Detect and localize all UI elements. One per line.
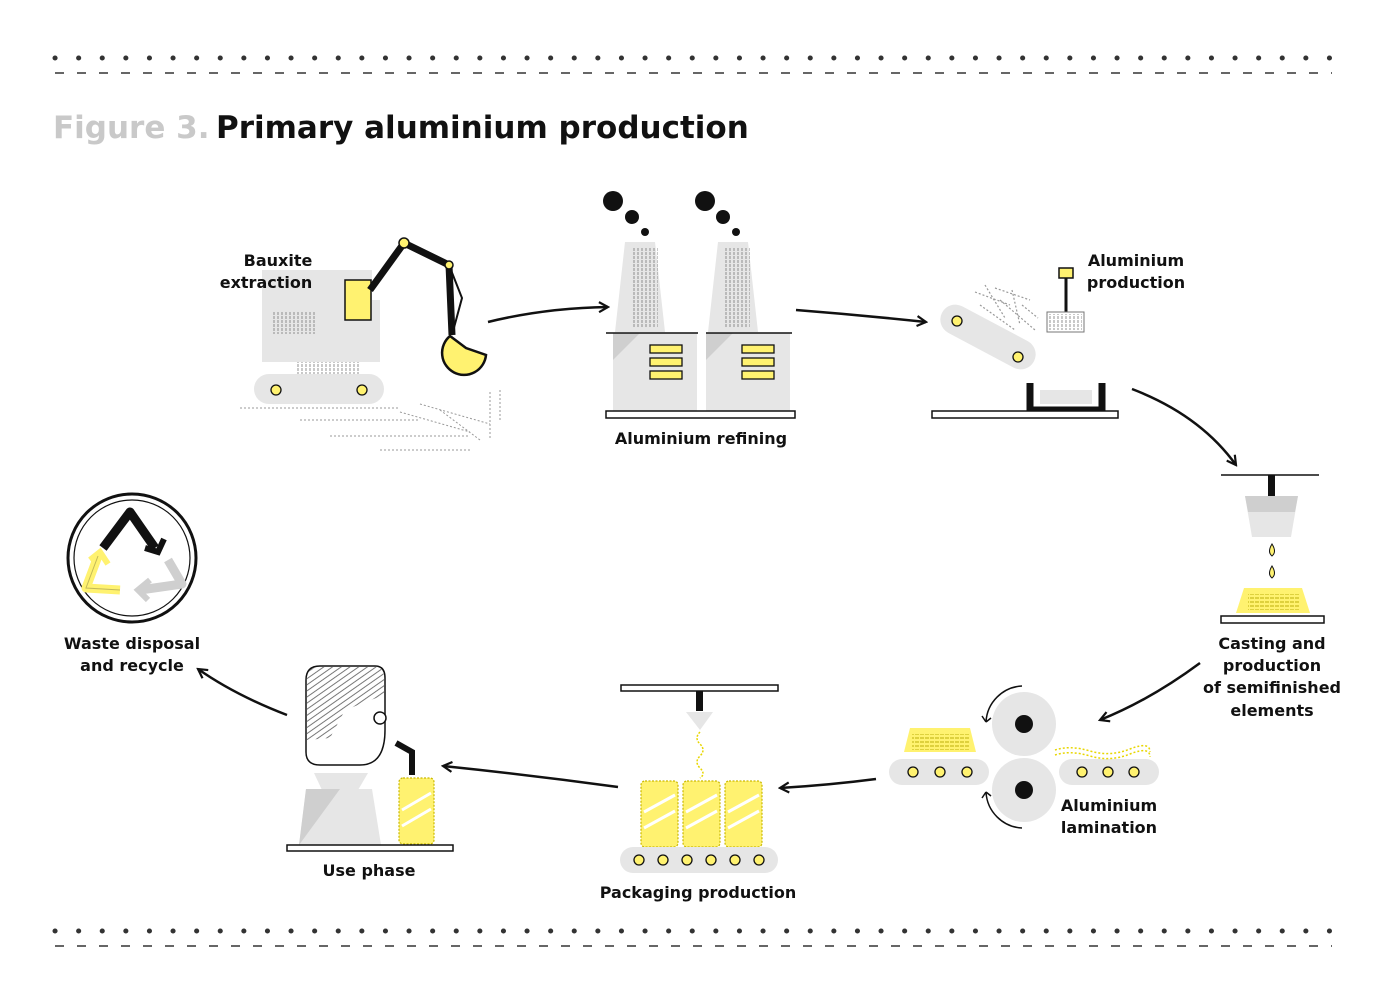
arrow-2	[795, 308, 926, 322]
waste-label-2: and recycle	[80, 656, 184, 675]
casting-label-3: of semifinished	[1203, 678, 1341, 697]
production-label-2: production	[1087, 273, 1185, 292]
arrow-6	[443, 766, 619, 789]
lamination-label-1: Aluminium	[1061, 796, 1157, 815]
arrow-7	[198, 669, 288, 717]
excavator-icon	[240, 237, 501, 451]
casting-label-2: production	[1223, 656, 1321, 675]
packaging-label: Packaging production	[600, 883, 797, 902]
person-drinking-icon	[286, 665, 454, 852]
casting-label-4: elements	[1230, 701, 1313, 720]
arrow-4	[1100, 661, 1201, 720]
factory-icon	[603, 191, 796, 419]
figure-label: Figure 3.	[53, 110, 210, 146]
can-line-icon	[620, 684, 779, 873]
figure-title: Primary aluminium production	[216, 110, 749, 146]
arrow-3	[1131, 387, 1236, 465]
production-label-1: Aluminium	[1088, 251, 1184, 270]
bauxite-label-1: Bauxite	[244, 251, 313, 270]
casting-label-1: Casting and	[1218, 634, 1325, 653]
recycle-icon	[66, 492, 198, 624]
refining-label: Aluminium refining	[615, 429, 787, 448]
top-border	[52, 55, 1335, 74]
lamination-label-2: lamination	[1061, 818, 1157, 837]
use-label: Use phase	[323, 861, 416, 880]
bauxite-label-2: extraction	[220, 273, 313, 292]
casting-icon	[1220, 474, 1325, 624]
arrow-1	[487, 307, 608, 324]
bottom-border	[52, 928, 1335, 947]
smelter-icon	[931, 267, 1119, 419]
arrow-5	[780, 777, 877, 788]
waste-label-1: Waste disposal	[64, 634, 200, 653]
rolling-mill-icon	[889, 685, 1159, 829]
